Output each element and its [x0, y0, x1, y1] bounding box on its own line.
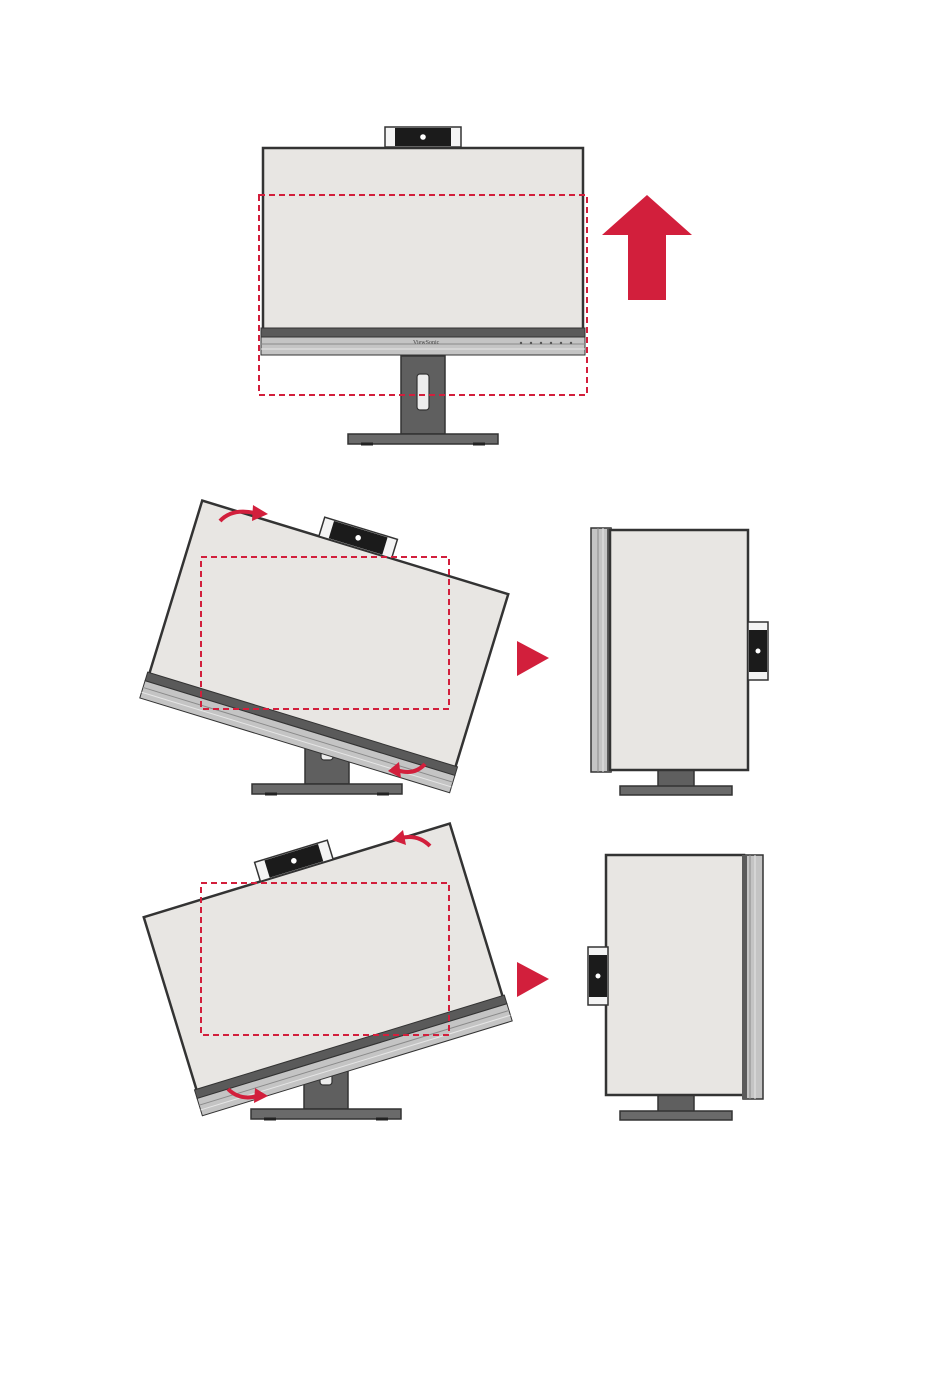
step-raise-monitor: ViewSonic [259, 127, 692, 444]
triangle-right-icon [517, 641, 549, 676]
monitor-landscape: ViewSonic [261, 148, 585, 355]
monitor-portrait-left-camera [588, 855, 763, 1120]
step-rotate-counterclockwise [136, 804, 763, 1120]
monitor-portrait-right-camera [591, 528, 768, 795]
monitor-tilted-clockwise [140, 481, 516, 793]
stand [348, 356, 498, 444]
monitor-tilted-counterclockwise [136, 804, 512, 1116]
step-rotate-clockwise [140, 481, 768, 795]
arrow-up-icon [602, 195, 692, 300]
triangle-right-icon [517, 962, 549, 997]
webcam [385, 127, 461, 147]
brand-label: ViewSonic [413, 340, 440, 346]
